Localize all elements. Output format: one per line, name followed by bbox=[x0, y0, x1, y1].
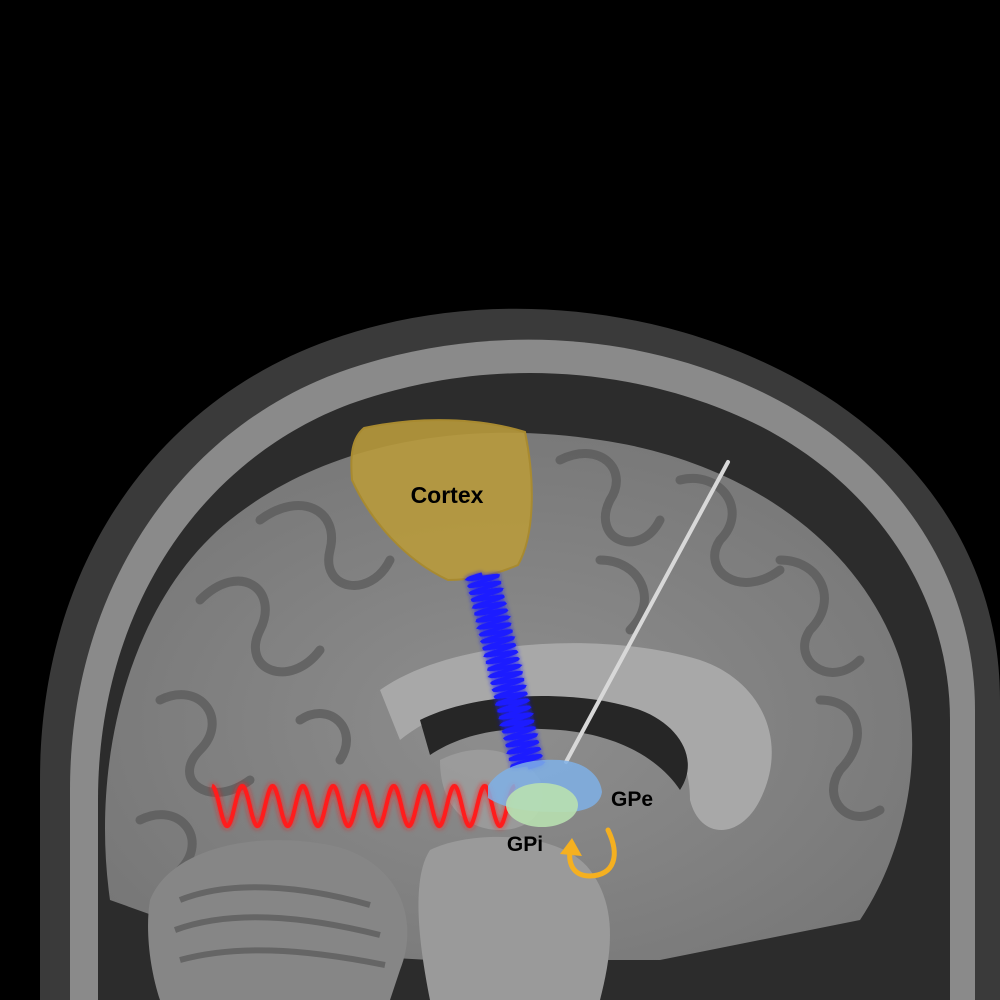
feedback-arrow-head bbox=[560, 838, 582, 856]
gpi-shape bbox=[506, 783, 578, 827]
cortical-oscillation-wave bbox=[464, 572, 546, 770]
cortex-label: Cortex bbox=[411, 482, 484, 508]
dbs-electrode-icon bbox=[564, 460, 730, 764]
brainstem bbox=[418, 836, 610, 1000]
gpe-label: GPe bbox=[611, 788, 653, 811]
corpus-callosum bbox=[380, 643, 772, 830]
cortex-shape bbox=[350, 419, 533, 582]
cortex-region: Cortex bbox=[350, 419, 533, 582]
cerebellum-folia bbox=[173, 884, 386, 968]
gpi-label: GPi bbox=[507, 833, 543, 856]
curved-arrow-icon bbox=[560, 827, 617, 879]
gyri-folds bbox=[135, 449, 885, 875]
gpi-region: GPi bbox=[506, 783, 578, 856]
lateral-ventricle bbox=[420, 696, 688, 790]
basal-ganglia-oscillation-wave bbox=[211, 783, 516, 829]
feedback-arrow-path bbox=[567, 827, 617, 879]
